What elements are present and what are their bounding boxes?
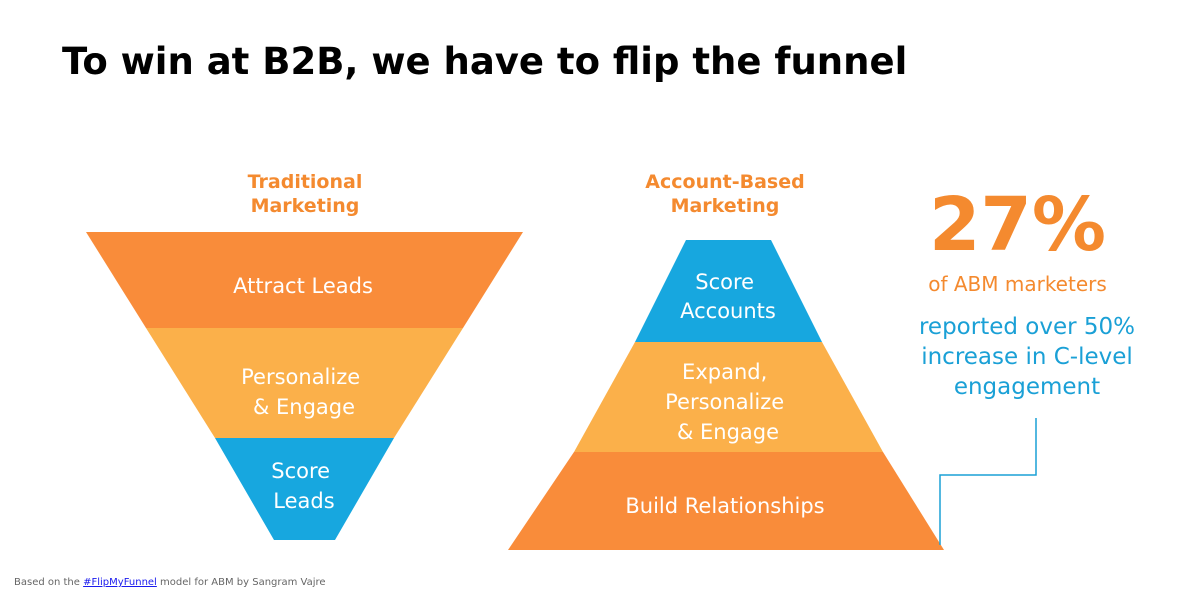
funnel-label-score-leads: Score Leads — [271, 459, 337, 513]
stat-description-line-3: engagement — [953, 374, 1101, 400]
pyramid-segment-expand-personalize-engage — [574, 342, 883, 452]
traditional-funnel: Attract Leads Personalize & Engage Score… — [86, 232, 523, 540]
stat-description-line-1: reported over 50% — [918, 314, 1136, 340]
abm-pyramid: Score Accounts Expand, Personalize & Eng… — [508, 240, 944, 550]
stat-description-line-2: increase in C-level — [921, 344, 1133, 370]
funnel-segment-personalize-engage — [146, 328, 463, 438]
stat-description: reported over 50% increase in C-level en… — [868, 312, 1186, 402]
pyramid-label-score-accounts: Score Accounts — [680, 270, 776, 323]
pyramid-label-expand-personalize-engage: Expand, Personalize & Engage — [665, 360, 791, 444]
slide-title: To win at B2B, we have to flip the funne… — [62, 40, 908, 83]
footer-attribution: Based on the #FlipMyFunnel model for ABM… — [14, 577, 326, 588]
callout-connector-line — [939, 418, 1037, 545]
traditional-heading-line-2: Marketing — [250, 195, 360, 217]
account-based-marketing-heading: Account-Based Marketing — [600, 170, 850, 218]
funnel-segment-attract-leads — [86, 232, 523, 328]
stat-subtitle: of ABM marketers — [928, 272, 1107, 296]
footer-prefix: Based on the — [14, 577, 84, 588]
funnel-segment-score-leads — [215, 438, 394, 540]
flipmyfunnel-link[interactable]: #FlipMyFunnel — [83, 577, 157, 588]
traditional-marketing-heading: Traditional Marketing — [200, 170, 410, 218]
traditional-heading-line-1: Traditional — [247, 171, 363, 193]
funnel-label-attract-leads: Attract Leads — [233, 274, 373, 298]
abm-heading-line-1: Account-Based — [645, 171, 805, 193]
pyramid-label-build-relationships: Build Relationships — [625, 494, 824, 518]
pyramid-segment-score-accounts — [635, 240, 822, 342]
stat-percentage: 27% — [928, 182, 1107, 268]
funnel-label-personalize-engage: Personalize & Engage — [241, 365, 367, 419]
footer-suffix: model for ABM by Sangram Vajre — [156, 577, 326, 588]
abm-heading-line-2: Marketing — [670, 195, 780, 217]
pyramid-segment-build-relationships — [508, 452, 944, 550]
